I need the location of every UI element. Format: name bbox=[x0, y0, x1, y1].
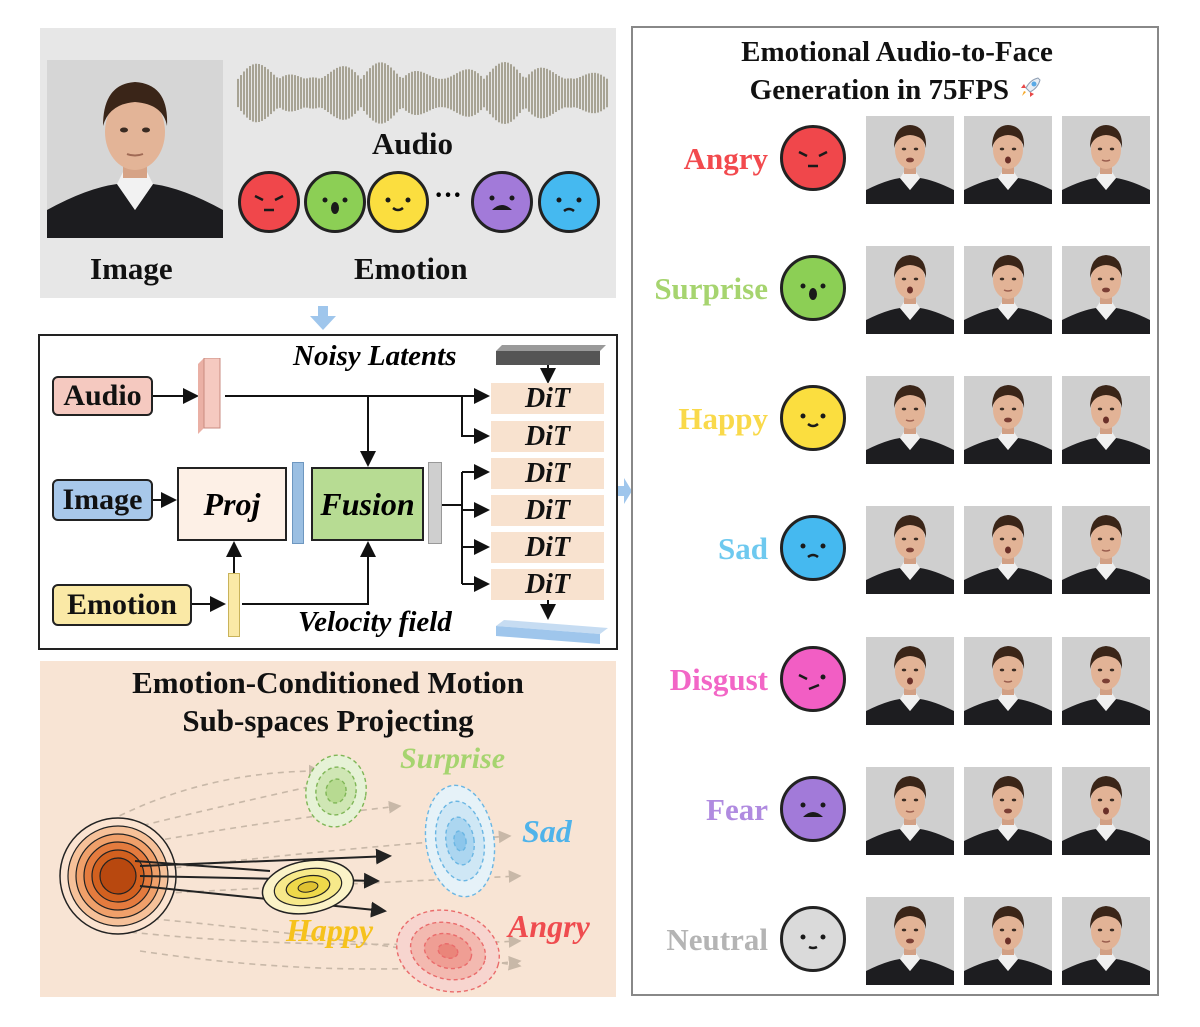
audio-input-label: Audio bbox=[372, 126, 453, 161]
disgust-face-icon bbox=[780, 646, 846, 712]
velocity-field-label: Velocity field bbox=[298, 606, 452, 638]
audio-encoder-block bbox=[198, 357, 226, 439]
proj-output-bar bbox=[292, 462, 304, 544]
motion-title-line2: Sub-spaces Projecting bbox=[182, 703, 474, 738]
generated-frame-happy-1 bbox=[866, 376, 954, 464]
generation-title-line2: Generation in 75FPS bbox=[633, 74, 1161, 110]
generated-frame-neutral-2 bbox=[964, 897, 1052, 985]
generated-frame-angry-1 bbox=[866, 116, 954, 204]
angry-face-icon bbox=[780, 125, 846, 191]
dit-block-2: DiT bbox=[491, 421, 604, 452]
sad-face-icon bbox=[780, 515, 846, 581]
motion-title-line1: Emotion-Conditioned Motion bbox=[132, 665, 524, 700]
emotion-label-surprise: Surprise bbox=[654, 271, 768, 306]
generated-frame-surprise-1 bbox=[866, 246, 954, 334]
generation-title-line1: Emotional Audio-to-Face bbox=[741, 36, 1053, 68]
dit-block-6: DiT bbox=[491, 569, 604, 600]
generated-frame-happy-3 bbox=[1062, 376, 1150, 464]
generation-title-text: Generation in 75FPS bbox=[749, 74, 1010, 106]
sad-face-icon bbox=[538, 171, 600, 233]
image-input-label: Image bbox=[90, 251, 173, 286]
generated-frame-neutral-3 bbox=[1062, 897, 1150, 985]
dit-block-3: DiT bbox=[491, 458, 604, 489]
dit-block-1: DiT bbox=[491, 383, 604, 414]
generated-frame-disgust-2 bbox=[964, 637, 1052, 725]
generated-frame-fear-2 bbox=[964, 767, 1052, 855]
motion-label-sad: Sad bbox=[522, 813, 572, 849]
happy-face-icon bbox=[780, 385, 846, 451]
image-tag: Image bbox=[52, 479, 153, 521]
emotion-label-neutral: Neutral bbox=[666, 922, 768, 957]
motion-label-angry: Angry bbox=[508, 908, 590, 944]
generated-frame-sad-1 bbox=[866, 506, 954, 594]
generated-frame-disgust-3 bbox=[1062, 637, 1150, 725]
generated-frame-happy-2 bbox=[964, 376, 1052, 464]
fusion-output-bar bbox=[428, 462, 442, 544]
emotion-label-sad: Sad bbox=[718, 531, 768, 566]
emotion-label-fear: Fear bbox=[706, 792, 768, 827]
velocity-field-block bbox=[496, 620, 608, 651]
fear-face-icon bbox=[471, 171, 533, 233]
generated-frame-angry-2 bbox=[964, 116, 1052, 204]
ellipsis: ··· bbox=[434, 180, 463, 211]
fusion-block: Fusion bbox=[311, 467, 424, 541]
rocket-icon bbox=[1016, 74, 1044, 110]
generated-frame-surprise-2 bbox=[964, 246, 1052, 334]
emotion-encoder-bar bbox=[228, 573, 240, 637]
noisy-latents-block bbox=[496, 345, 606, 372]
noisy-latents-label: Noisy Latents bbox=[293, 340, 457, 372]
proj-block: Proj bbox=[177, 467, 287, 541]
audio-tag: Audio bbox=[52, 376, 153, 416]
fear-face-icon bbox=[780, 776, 846, 842]
generated-frame-disgust-1 bbox=[866, 637, 954, 725]
emotion-label-happy: Happy bbox=[678, 401, 768, 436]
dit-block-4: DiT bbox=[491, 495, 604, 526]
audio-waveform bbox=[236, 58, 608, 128]
emotion-tag: Emotion bbox=[52, 584, 192, 626]
dit-block-5: DiT bbox=[491, 532, 604, 563]
happy-face-icon bbox=[367, 171, 429, 233]
angry-face-icon bbox=[238, 171, 300, 233]
right-arrow-icon bbox=[618, 478, 632, 509]
generated-frame-angry-3 bbox=[1062, 116, 1150, 204]
emotion-input-label: Emotion bbox=[354, 251, 468, 286]
emotion-label-angry: Angry bbox=[683, 141, 768, 176]
down-arrow-icon bbox=[310, 306, 336, 335]
generated-frame-sad-3 bbox=[1062, 506, 1150, 594]
emotion-label-disgust: Disgust bbox=[669, 662, 768, 697]
motion-label-surprise: Surprise bbox=[400, 742, 506, 775]
generated-frame-surprise-3 bbox=[1062, 246, 1150, 334]
motion-label-happy: Happy bbox=[286, 912, 374, 948]
generated-frame-sad-2 bbox=[964, 506, 1052, 594]
generated-frame-fear-3 bbox=[1062, 767, 1150, 855]
surprise-face-icon bbox=[780, 255, 846, 321]
generated-frame-neutral-1 bbox=[866, 897, 954, 985]
neutral-face-icon bbox=[780, 906, 846, 972]
surprise-face-icon bbox=[304, 171, 366, 233]
generated-frame-fear-1 bbox=[866, 767, 954, 855]
input-portrait-image bbox=[47, 60, 223, 238]
